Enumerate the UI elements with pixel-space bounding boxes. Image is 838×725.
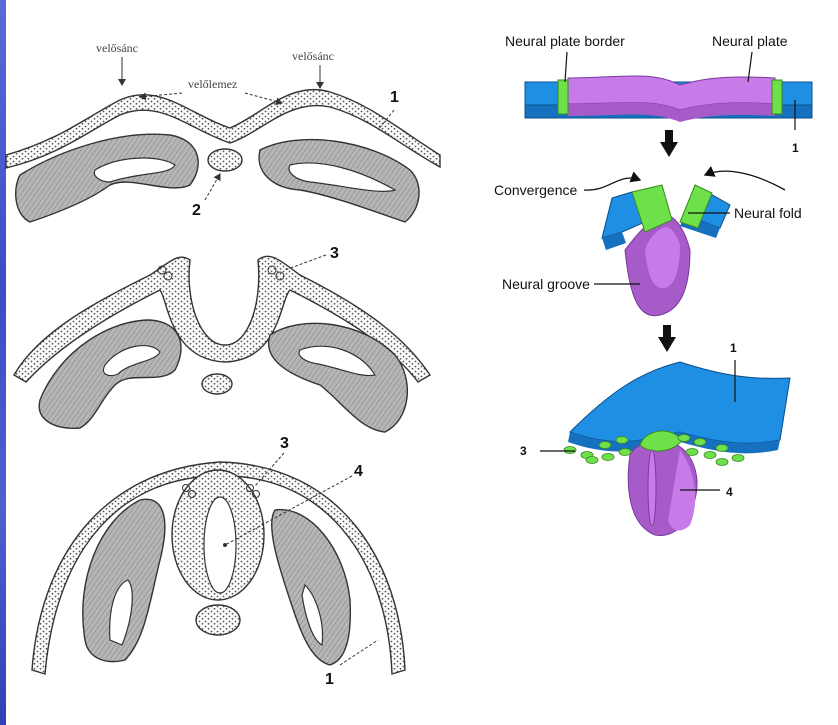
stage3-neural-tube: 1 3 4 — [520, 341, 791, 536]
notochord-top — [207, 148, 243, 172]
down-arrow-1 — [660, 130, 678, 157]
marker-2: 2 — [192, 202, 201, 219]
left-bottom-section: 3 4 1 — [31, 435, 406, 688]
stage1-neural-plate: Neural plate border Neural plate 1 — [505, 33, 813, 155]
page-edge-strip — [0, 0, 6, 725]
somite-right-bottom — [271, 509, 352, 666]
label-velosanc-right: velősánc — [292, 49, 334, 63]
label-neural-plate: Neural plate — [712, 33, 788, 49]
somite-left-bottom-cavity — [109, 579, 133, 646]
marker-4: 4 — [354, 463, 363, 480]
somite-left-bottom — [82, 498, 166, 663]
label-velolemez: velőlemez — [188, 77, 237, 91]
notochord-middle — [201, 373, 233, 395]
label-convergence: Convergence — [494, 182, 577, 198]
left-middle-section: 3 — [13, 245, 431, 433]
somite-left-middle-cavity — [102, 344, 161, 377]
neural-canal — [203, 496, 237, 594]
neural-groove-ectoderm — [13, 255, 431, 383]
marker-3-bottom: 3 — [280, 435, 289, 452]
somite-right-top-cavity — [288, 162, 397, 192]
down-arrow-2 — [658, 325, 676, 352]
stage3-marker-3: 3 — [520, 444, 527, 458]
stage3-marker-1: 1 — [730, 341, 737, 355]
label-neural-fold: Neural fold — [734, 205, 802, 221]
marker-1-top: 1 — [390, 89, 399, 106]
somite-right-middle-cavity — [298, 345, 376, 377]
left-top-section: velősánc velősánc velőlemez 1 2 — [5, 41, 441, 223]
label-neural-groove: Neural groove — [502, 276, 590, 292]
stage2-neural-groove: Convergence Neural fold Neural groove — [494, 166, 802, 317]
somite-left-top-cavity — [93, 157, 176, 183]
label-velosanc-left: velősánc — [96, 41, 138, 55]
stage3-marker-4: 4 — [726, 485, 733, 499]
notochord-bottom — [195, 604, 241, 636]
marker-3-middle: 3 — [330, 245, 339, 262]
marker-1-bottom: 1 — [325, 671, 334, 688]
stage1-marker-1: 1 — [792, 141, 799, 155]
neural-crest-cells — [563, 434, 745, 466]
ectoderm-bottom — [31, 461, 406, 675]
somite-right-bottom-cavity — [301, 583, 324, 646]
label-neural-plate-border: Neural plate border — [505, 33, 625, 49]
